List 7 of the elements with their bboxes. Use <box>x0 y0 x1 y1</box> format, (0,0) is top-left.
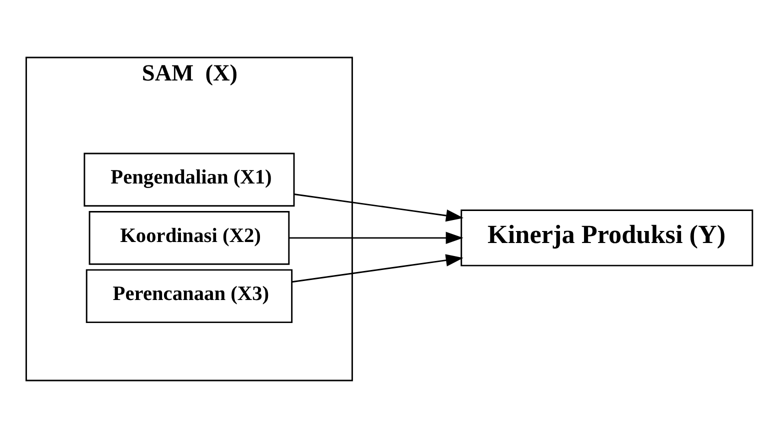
node-box: Kinerja Produksi (Y) <box>460 209 754 266</box>
node-box: Koordinasi (X2) <box>88 210 290 264</box>
node-box: Pengendalian (X1) <box>84 152 295 206</box>
node-box: Perencanaan (X3) <box>86 268 293 323</box>
arrow <box>294 193 464 222</box>
arrow <box>292 254 464 282</box>
arrow <box>288 231 464 244</box>
